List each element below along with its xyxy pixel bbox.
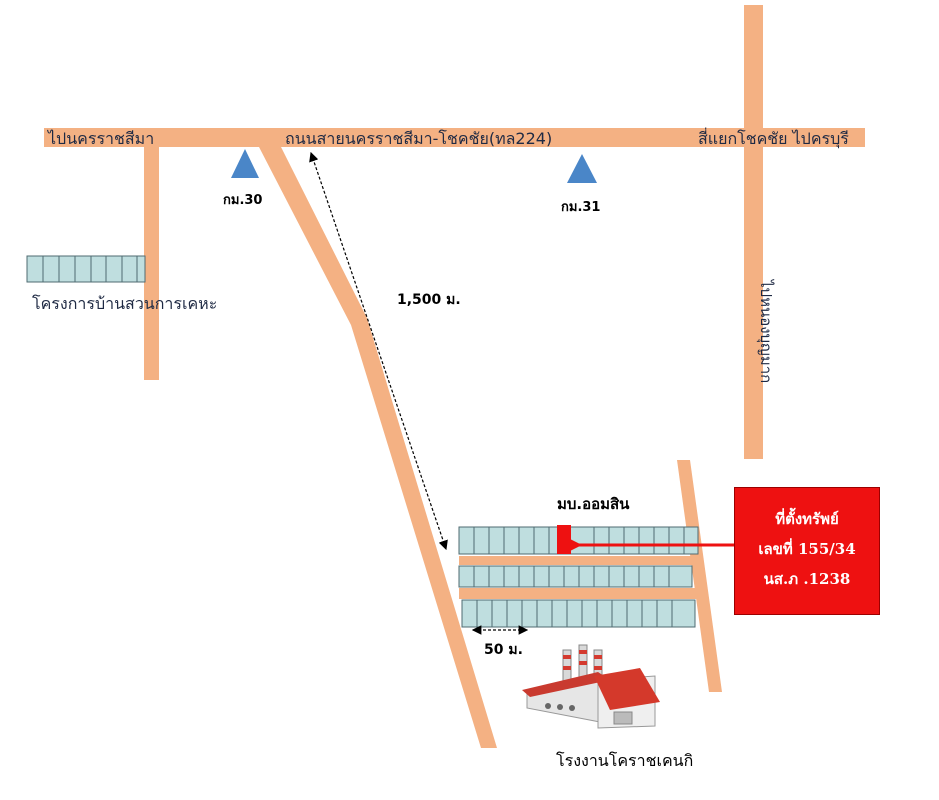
label-factory-name: โรงงานโคราชเคนกิ (556, 751, 693, 770)
diagonal-access-road (259, 147, 497, 748)
label-km31: กม.31 (561, 200, 600, 215)
factory-icon (522, 644, 660, 729)
property-marker (557, 525, 571, 554)
road-network (44, 5, 865, 748)
label-km30: กม.30 (223, 193, 262, 208)
road-housing-project (144, 147, 159, 380)
label-chokchai-junction: สี่แยกโชคชัย ไปครบุรี (698, 127, 849, 149)
label-village-name: มบ.ออมสิน (557, 495, 630, 513)
label-main-road: ถนนสายนครราชสีมา-โชคชัย(ทล224) (285, 129, 552, 148)
village-lane-1 (459, 556, 698, 565)
callout-line-2: เลขที่ 155/34 (758, 540, 856, 558)
label-to-nong-bun-mak: ไปหนองบุญมาก (756, 279, 775, 383)
village-east-road (677, 460, 722, 692)
label-distance-50: 50 ม. (484, 642, 523, 658)
km-marker-triangle-icon (231, 149, 259, 178)
label-to-nakhon-ratchasima: ไปนครราชสีมา (46, 129, 154, 148)
callout-line-1: ที่ตั้งทรัพย์ (775, 510, 839, 528)
label-distance-1500: 1,500 ม. (397, 292, 461, 308)
callout-line-3: นส.ภ .1238 (763, 570, 851, 588)
distance-1500-arrow (309, 151, 448, 551)
main-road-highway-224 (44, 128, 865, 147)
km-marker-triangle-icon (567, 154, 597, 183)
housing-project-rowhouses (26, 255, 146, 283)
road-to-nong-bun-mak (744, 5, 763, 459)
property-location-callout: ที่ตั้งทรัพย์ เลขที่ 155/34 นส.ภ .1238 (734, 487, 880, 615)
village-rowhouses (458, 526, 699, 628)
village-lane-2 (459, 588, 698, 599)
label-housing-project: โครงการบ้านสวนการเคหะ (32, 294, 217, 313)
